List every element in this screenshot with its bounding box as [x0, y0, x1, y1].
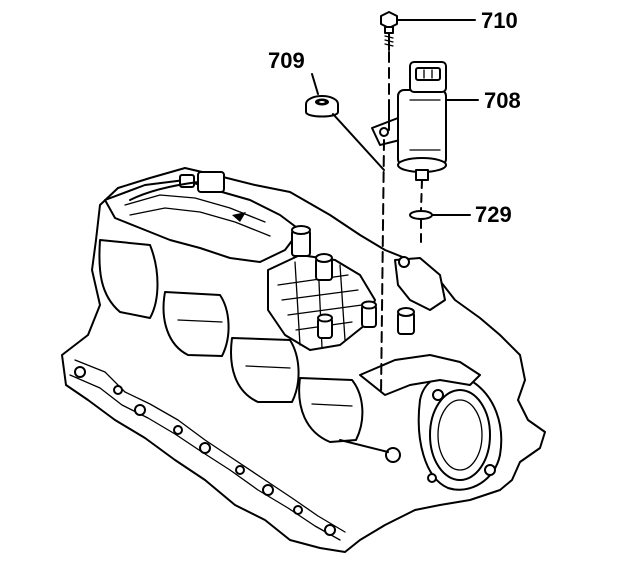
callout-label-729: 729	[475, 202, 512, 227]
callout-label-709: 709	[268, 48, 305, 73]
seal-709	[305, 95, 339, 118]
callout-leaders	[311, 19, 479, 216]
o-ring-729	[409, 210, 433, 220]
callout-label-708: 708	[484, 88, 521, 113]
intake-manifold	[61, 167, 546, 553]
assembly-lines	[332, 51, 423, 396]
flange-bolts	[74, 366, 336, 536]
callout-label-710: 710	[481, 8, 518, 33]
bolt-710	[380, 11, 398, 51]
